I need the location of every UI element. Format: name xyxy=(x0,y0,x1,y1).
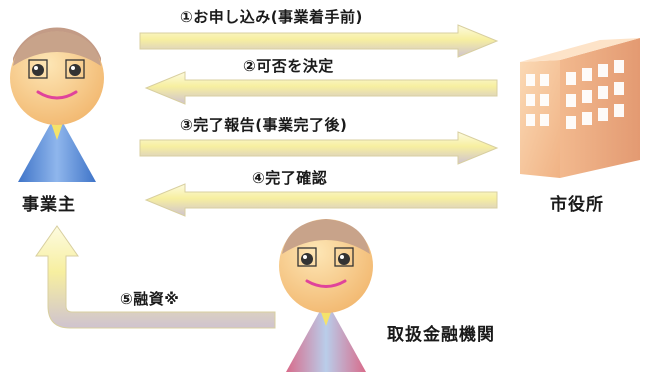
bank-label: 取扱金融機関 xyxy=(387,325,495,345)
arrow-step2 xyxy=(144,71,498,105)
step5-label: ⑤融資※ xyxy=(120,290,180,308)
arrow-step4 xyxy=(144,183,498,217)
step2-label: ②可否を決定 xyxy=(243,57,334,75)
business-owner-figure xyxy=(10,27,104,182)
arrow-step5 xyxy=(35,225,276,329)
bank-figure xyxy=(279,219,373,372)
step3-label: ③完了報告(事業完了後) xyxy=(180,116,348,134)
step1-label: ①お申し込み(事業着手前) xyxy=(180,8,363,26)
step4-label: ④完了確認 xyxy=(252,169,328,187)
business-owner-label: 事業主 xyxy=(22,195,76,215)
arrow-step3 xyxy=(139,131,499,165)
city-hall-building xyxy=(520,38,640,178)
city-hall-label: 市役所 xyxy=(550,195,604,215)
arrow-step1 xyxy=(139,24,499,58)
